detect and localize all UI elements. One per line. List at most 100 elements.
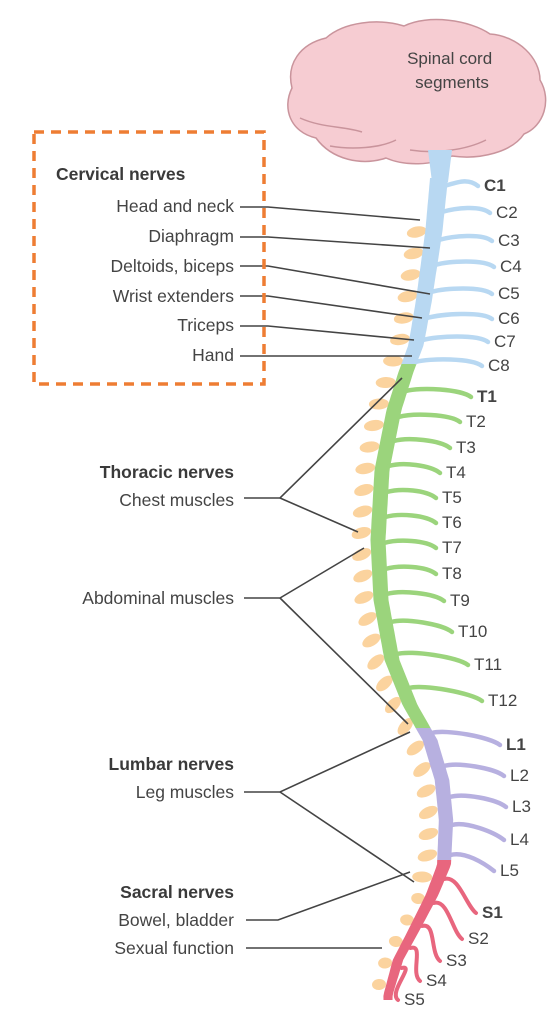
leader-triceps <box>240 326 414 340</box>
segment-label-l3: L3 <box>512 797 531 816</box>
vertebra-body <box>400 268 422 283</box>
function-label-head-and-neck: Head and neck <box>116 196 234 216</box>
nerve-root-l4 <box>452 824 504 840</box>
segment-label-t8: T8 <box>442 564 462 583</box>
nerve-root-s2 <box>434 903 462 939</box>
vertebra-body <box>351 503 373 519</box>
segment-label-s3: S3 <box>446 951 467 970</box>
function-label-triceps: Triceps <box>177 315 234 335</box>
nerve-root-c2 <box>442 208 490 213</box>
function-label-abdominal-muscles: Abdominal muscles <box>82 588 234 608</box>
nerve-root-t1 <box>406 389 471 397</box>
leader-leg-muscles-upper <box>244 732 410 792</box>
nerve-root-t6 <box>385 515 436 523</box>
vertebra-body <box>350 525 372 541</box>
nerve-root-t10 <box>391 621 452 632</box>
nerve-root-s1 <box>444 879 476 913</box>
nerve-roots <box>384 181 506 1000</box>
segment-label-t3: T3 <box>456 438 476 457</box>
vertebra-body <box>412 871 432 883</box>
leader-wrist-extenders <box>240 296 422 318</box>
nerve-root-c4 <box>435 262 494 268</box>
nerve-root-t11 <box>397 653 468 665</box>
segment-label-t11: T11 <box>474 655 502 674</box>
leader-bowel-bladder <box>246 872 410 920</box>
segment-label-l2: L2 <box>510 766 529 785</box>
vertebra-body <box>353 588 376 606</box>
segment-label-t7: T7 <box>442 538 462 557</box>
nerve-root-t3 <box>394 439 450 448</box>
brain-label-line-2: segments <box>415 73 489 92</box>
function-label-chest-muscles: Chest muscles <box>119 490 234 510</box>
nerve-root-t12 <box>409 687 482 701</box>
vertebra-body <box>417 826 439 843</box>
leader-head-and-neck <box>240 207 420 220</box>
vertebra-body <box>360 631 383 651</box>
brain-label-line-1: Spinal cord <box>407 49 492 68</box>
function-label-wrist-extenders: Wrist extenders <box>113 286 234 306</box>
vertebra-body <box>415 782 438 801</box>
vertebra-body <box>359 440 380 454</box>
segment-label-t12: T12 <box>488 691 517 710</box>
nerve-root-c1 <box>444 181 478 186</box>
leader-leg-muscles-lower <box>280 792 414 882</box>
vertebra-body <box>393 311 415 325</box>
brain-illustration: Spinal cord segments <box>288 20 546 164</box>
brainstem <box>428 150 452 182</box>
function-label-diaphragm: Diaphragm <box>148 226 234 246</box>
leader-chest-muscles-lower <box>280 498 358 532</box>
leader-diaphragm <box>240 237 430 248</box>
nerve-root-l5 <box>450 854 494 871</box>
segment-label-c1: C1 <box>484 176 506 195</box>
vertebra-body <box>383 355 403 366</box>
segment-label-c6: C6 <box>498 309 520 328</box>
nerve-root-t8 <box>385 567 436 574</box>
leader-deltoids-biceps <box>240 266 430 294</box>
thoracic-heading: Thoracic nerves <box>100 462 234 482</box>
nerve-root-t4 <box>389 464 440 473</box>
nerve-group-labels: Cervical nerves Head and neck Diaphragm … <box>56 164 234 958</box>
vertebra-body <box>356 609 379 629</box>
nerve-root-t7 <box>384 541 436 548</box>
vertebra-body <box>351 567 374 585</box>
function-label-sexual-function: Sexual function <box>114 938 234 958</box>
nerve-root-c3 <box>439 236 492 241</box>
vertebra-body <box>353 482 375 498</box>
segment-label-c7: C7 <box>494 332 516 351</box>
segment-label-s5: S5 <box>404 990 425 1009</box>
segment-label-s2: S2 <box>468 929 489 948</box>
cervical-heading: Cervical nerves <box>56 164 186 184</box>
vertebra-body <box>354 461 376 476</box>
segment-label-s4: S4 <box>426 971 447 990</box>
function-label-hand: Hand <box>192 345 234 365</box>
function-label-deltoids-biceps: Deltoids, biceps <box>110 256 234 276</box>
segment-label-c5: C5 <box>498 284 520 303</box>
nerve-root-l1 <box>432 732 500 745</box>
segment-label-t1: T1 <box>477 387 497 406</box>
nerve-root-c7 <box>423 337 488 343</box>
segment-label-t10: T10 <box>458 622 487 641</box>
vertebra-body <box>378 957 393 969</box>
sacral-heading: Sacral nerves <box>120 882 234 902</box>
nerve-root-l2 <box>444 765 504 776</box>
segment-label-l5: L5 <box>500 861 519 880</box>
nerve-root-s4 <box>410 948 420 981</box>
function-label-leg-muscles: Leg muscles <box>136 782 234 802</box>
nerve-root-c8 <box>416 359 482 366</box>
segment-label-s1: S1 <box>482 903 503 922</box>
lumbar-heading: Lumbar nerves <box>109 754 235 774</box>
nerve-root-s3 <box>422 926 440 961</box>
vertebra-body <box>417 803 440 822</box>
nerve-root-t5 <box>387 490 436 498</box>
segment-label-t6: T6 <box>442 513 462 532</box>
segment-label-t2: T2 <box>466 412 486 431</box>
vertebra-body <box>406 224 428 239</box>
vertebra-body <box>403 246 425 261</box>
nerve-root-t9 <box>387 592 444 601</box>
segment-label-t5: T5 <box>442 488 462 507</box>
nerve-root-c6 <box>427 314 492 319</box>
vertebra-body <box>363 419 384 433</box>
nerve-root-c5 <box>431 289 492 295</box>
vertebra-body <box>372 979 387 991</box>
